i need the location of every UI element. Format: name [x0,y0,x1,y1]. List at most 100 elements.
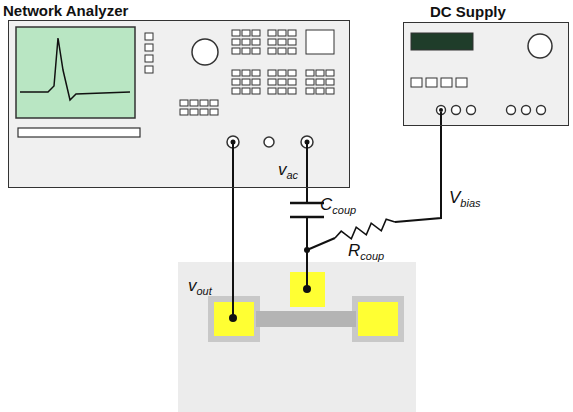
resonator-beam [256,311,356,327]
wire [306,262,308,289]
port-connector [264,137,274,147]
supply-display [411,33,473,50]
button [326,70,334,76]
button [232,88,240,94]
button [268,48,276,54]
button [411,78,422,87]
button [326,88,334,94]
disk-slot [18,128,140,137]
chip-substrate [178,262,416,412]
button [145,66,153,73]
button [306,88,314,94]
pad-surround [352,296,404,342]
button [278,39,286,45]
button [200,109,208,115]
button [252,70,260,76]
probe-dot [303,285,311,293]
button [278,88,286,94]
button [278,79,286,85]
button [288,79,296,85]
button [145,33,153,40]
wire-dot [439,108,443,112]
button [288,70,296,76]
button [145,44,153,51]
button [252,30,260,36]
signal-name: vac [278,160,298,181]
button [288,48,296,54]
button [316,88,324,94]
wire [232,262,234,318]
button [288,88,296,94]
button [252,79,260,85]
button [316,79,324,85]
instrument-title: Network Analyzer [3,2,128,19]
device-chip: vout [178,262,416,412]
supply-knob [528,34,552,58]
supply-housing [403,22,569,126]
button [426,78,437,87]
button [145,55,153,62]
button [306,79,314,85]
terminal [507,106,516,115]
supply-buttons [411,78,467,87]
button [268,79,276,85]
button [232,48,240,54]
button [278,70,286,76]
button [242,30,250,36]
electrode-pad [358,302,398,336]
component-name: Rcoup [348,241,384,262]
analyzer-knob [192,39,218,65]
button [268,39,276,45]
terminal [467,106,476,115]
component-name: Ccoup [320,195,356,216]
wire-dot [305,140,310,145]
terminal [452,106,461,115]
button [200,100,208,106]
analyzer-screen [16,27,135,118]
button [306,70,314,76]
button [190,109,198,115]
button [242,79,250,85]
probe-dot [229,314,237,322]
button [242,48,250,54]
signal-name: vout [188,276,212,297]
button [242,88,250,94]
wire [232,188,234,262]
instrument-title: DC Supply [430,3,506,20]
analyzer-buttons [145,30,334,115]
button [456,78,467,87]
wire [306,142,308,188]
button [288,39,296,45]
wire [440,112,442,126]
analyzer-housing [8,20,350,188]
button [268,88,276,94]
screen-trace [20,38,130,100]
button [232,79,240,85]
button [288,30,296,36]
wire [307,126,441,262]
button [252,39,260,45]
terminal [522,106,531,115]
button [180,100,188,106]
button [306,30,334,54]
button [210,109,218,115]
button [242,70,250,76]
button [441,78,452,87]
button [278,48,286,54]
terminal [537,106,546,115]
button [252,48,260,54]
button [242,39,250,45]
button [232,70,240,76]
button [232,39,240,45]
button [316,70,324,76]
wire [232,142,234,188]
button [268,70,276,76]
signal-name: Vbias [449,188,481,209]
wire-dot [231,140,236,145]
button [210,100,218,106]
supply-terminals [437,106,546,115]
instrument-box: Network Analyzer [8,20,350,188]
button [268,30,276,36]
